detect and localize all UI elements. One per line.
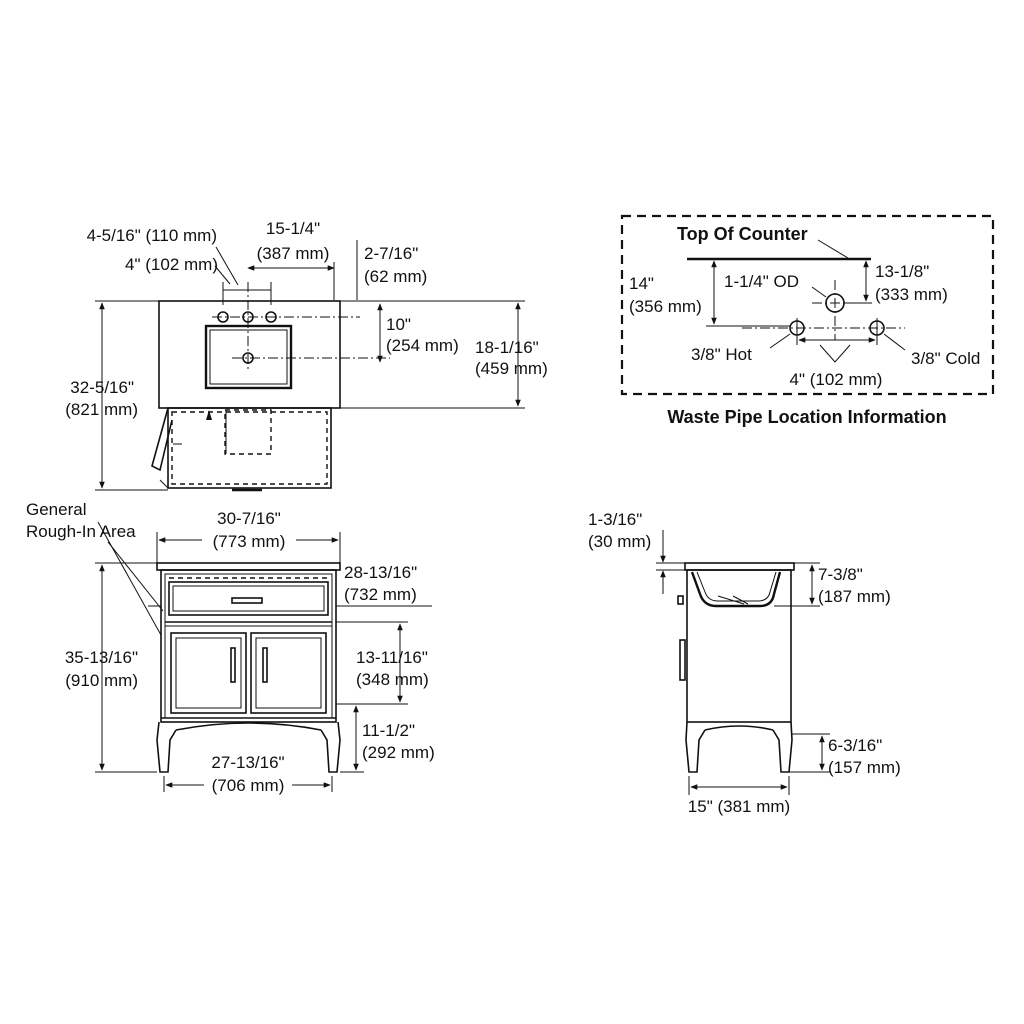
front-leg-left xyxy=(156,721,177,773)
top-of-counter-label: Top Of Counter xyxy=(677,224,808,244)
dim-13-1-8-in: 13-1/8" xyxy=(875,262,929,281)
front-countertop xyxy=(156,562,341,571)
hot-label: 3/8" Hot xyxy=(691,345,752,364)
side-countertop xyxy=(684,562,795,571)
dim-7-3-8-in: 7-3/8" xyxy=(818,565,863,584)
door-handle-left xyxy=(230,647,236,683)
dim-18-1-16-mm: (459 mm) xyxy=(475,359,548,378)
dim-13-11-16-in: 13-11/16" xyxy=(356,648,428,667)
dim-14-mm: (356 mm) xyxy=(629,297,702,316)
dim-6-3-16-mm: (157 mm) xyxy=(828,758,901,777)
dim-10-mm: (254 mm) xyxy=(386,336,459,355)
rough-in-label-line1: General xyxy=(26,500,86,519)
waste-pipe-frame xyxy=(620,214,995,396)
dim-15-1-4-mm: (387 mm) xyxy=(257,244,330,263)
dim-10-in: 10" xyxy=(386,315,411,334)
top-view-cabinet xyxy=(167,407,332,489)
dim-1-3-16-in: 1-3/16" xyxy=(588,510,642,529)
dim-30-7-16-mm: (773 mm) xyxy=(213,532,286,551)
dim-35-13-16-in: 35-13/16" xyxy=(65,648,138,667)
front-leg-right xyxy=(320,721,341,773)
side-view: 1-3/16" (30 mm) 7-3/8" (187 mm) 6-3/16" … xyxy=(588,510,901,816)
dim-4-in: 4" (102 mm) xyxy=(125,255,218,274)
door-handle-right xyxy=(262,647,268,683)
side-cabinet-body xyxy=(686,569,792,723)
dim-7-3-8-mm: (187 mm) xyxy=(818,587,891,606)
front-drawer xyxy=(168,581,329,616)
side-hardware xyxy=(679,639,686,681)
dim-18-1-16-in: 18-1/16" xyxy=(475,338,539,357)
front-view: General Rough-In Area 30-7/16" (773 mm) … xyxy=(26,500,435,795)
front-cabinet-body xyxy=(160,569,337,723)
dim-14-in: 14" xyxy=(629,274,654,293)
od-label: 1-1/4" OD xyxy=(724,272,799,291)
waste-pipe-info: Top Of Counter 14" (356 mm) 1-1/4" OD 13… xyxy=(620,214,995,396)
dim-4-in-supply: 4" (102 mm) xyxy=(790,370,883,389)
waste-pipe-title: Waste Pipe Location Information xyxy=(667,407,946,427)
cold-label: 3/8" Cold xyxy=(911,349,980,368)
side-leg-right xyxy=(772,721,793,773)
dim-11-1-2-mm: (292 mm) xyxy=(362,743,435,762)
top-view: 4-5/16" (110 mm) 4" (102 mm) 15-1/4" (38… xyxy=(65,219,548,492)
dim-13-1-8-mm: (333 mm) xyxy=(875,285,948,304)
side-sink-profile xyxy=(690,571,782,608)
dim-27-13-16-in: 27-13/16" xyxy=(211,753,284,772)
dim-13-11-16-mm: (348 mm) xyxy=(356,670,429,689)
front-door-right xyxy=(250,632,327,714)
dim-28-13-16-in: 28-13/16" xyxy=(344,563,417,582)
front-door-left xyxy=(170,632,247,714)
rough-in-label-line2: Rough-In Area xyxy=(26,522,136,541)
dim-6-3-16-in: 6-3/16" xyxy=(828,736,882,755)
dim-11-1-2-in: 11-1/2" xyxy=(362,721,415,740)
dim-4-5-16: 4-5/16" (110 mm) xyxy=(87,226,217,245)
dim-2-7-16-in: 2-7/16" xyxy=(364,244,418,263)
dim-30-7-16-in: 30-7/16" xyxy=(217,509,281,528)
dim-15-1-4-in: 15-1/4" xyxy=(266,219,320,238)
dim-27-13-16-mm: (706 mm) xyxy=(212,776,285,795)
dim-15-in: 15" (381 mm) xyxy=(688,797,790,816)
dim-28-13-16-mm: (732 mm) xyxy=(344,585,417,604)
dim-1-3-16-mm: (30 mm) xyxy=(588,532,651,551)
drawer-handle xyxy=(231,597,263,604)
side-leg-left xyxy=(685,721,706,773)
dim-2-7-16-mm: (62 mm) xyxy=(364,267,427,286)
